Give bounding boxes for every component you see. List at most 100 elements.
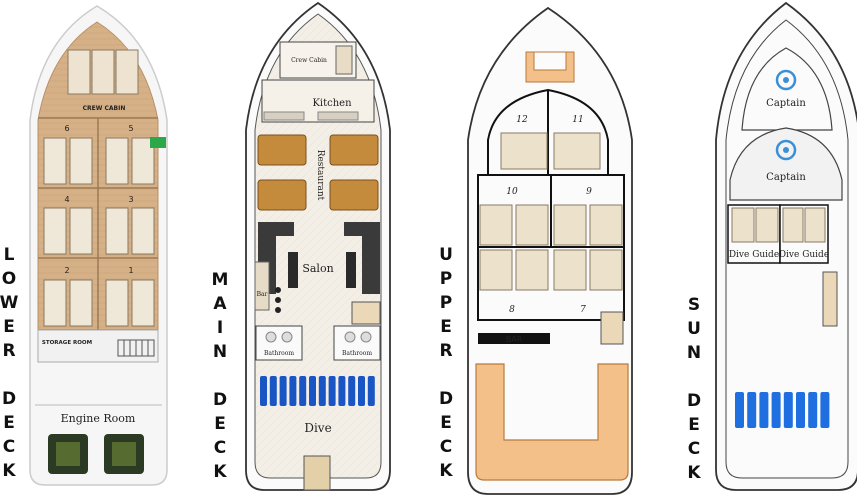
dive-tank-icon — [348, 376, 356, 406]
upper-bar-label: BAR — [506, 335, 523, 344]
dive-tank-icon — [367, 376, 375, 406]
deck-label-letter: L — [3, 245, 15, 265]
sun-bed-icon — [783, 392, 793, 428]
sun-captain-1-label: Captain — [766, 98, 806, 109]
lower-storage-label: STORAGE ROOM — [42, 340, 92, 346]
main-restaurant-label: Restaurant — [315, 150, 325, 201]
dive-tank-icon — [299, 376, 307, 406]
deck-label-letter: E — [3, 317, 15, 337]
deck-label-letter: D — [1, 389, 17, 409]
lower-crew-cabin-label: CREW CABIN — [83, 105, 126, 112]
main-crew-cabin-label: Crew Cabin — [291, 57, 327, 64]
deck-label-letter: E — [214, 414, 226, 434]
deck-label-letter: W — [0, 293, 19, 313]
sun-deck: Captain Captain Dive Guide Dive Guide — [715, 1, 857, 491]
deck-label-letter: U — [687, 319, 701, 339]
main-ladder-icon — [303, 455, 331, 491]
sun-beds — [735, 392, 830, 428]
helm-icon-1 — [775, 69, 797, 91]
sun-captain-2-label: Captain — [766, 172, 806, 183]
deck-label-letter: N — [686, 343, 702, 363]
main-stairs-icon — [351, 301, 381, 325]
deck-label-letter: K — [213, 462, 227, 482]
lower-cabin-4: 4 — [64, 195, 69, 204]
lower-deck: CREW CABIN 6 5 4 3 2 1 STORAGE ROOM — [29, 5, 168, 486]
exit-sign-icon — [150, 137, 166, 148]
deck-label-letter: C — [439, 437, 453, 457]
sun-bed-icon — [808, 392, 818, 428]
lower-cabin-6: 6 — [64, 124, 69, 133]
deck-label-letter: P — [439, 293, 453, 313]
lower-cabin-2: 2 — [64, 266, 69, 275]
upper-cabin-11: 11 — [572, 115, 583, 125]
sun-dive-guide-1-label: Dive Guide — [729, 250, 779, 260]
deck-label-letter: S — [687, 295, 701, 315]
dive-tank-icon — [309, 376, 316, 406]
deck-label-letter: D — [686, 391, 702, 411]
upper-cabin-10: 10 — [506, 187, 518, 197]
lower-engine-room-label: Engine Room — [61, 412, 136, 425]
deck-label-letter: E — [3, 413, 15, 433]
dive-tank-icon — [328, 376, 336, 406]
upper-cabin-9: 9 — [586, 187, 592, 197]
deck-label-letter: N — [212, 342, 228, 362]
deck-label-letter: A — [213, 294, 227, 314]
deck-label-letter: C — [2, 437, 16, 457]
dive-tank-icon — [338, 376, 346, 406]
deck-label-letter: R — [439, 341, 453, 361]
dive-tank-icon — [269, 376, 277, 406]
deck-label-letter: O — [1, 269, 17, 289]
sun-bed-icon — [735, 392, 744, 428]
deck-label-letter: C — [213, 438, 227, 458]
deck-label-letter: M — [211, 270, 229, 290]
main-kitchen-label: Kitchen — [312, 98, 352, 109]
main-deck: Crew Cabin Kitchen Restaurant Salon Bar — [245, 1, 391, 491]
sun-bed-icon — [747, 392, 757, 428]
lower-cabin-5: 5 — [128, 124, 133, 133]
deck-label-letter: I — [216, 318, 224, 338]
deck-label-letter: P — [439, 269, 453, 289]
dive-tank-icon — [318, 376, 326, 406]
main-salon-label: Salon — [302, 262, 333, 275]
dive-tank-icon — [279, 376, 287, 406]
sun-bed-icon — [759, 392, 769, 428]
upper-stairs-icon — [600, 311, 624, 345]
helm-icon-2 — [775, 139, 797, 161]
deck-label-letter: K — [687, 463, 701, 483]
salon-sofa-right — [362, 222, 380, 294]
deck-label-letter: E — [440, 413, 452, 433]
upper-bar-counter — [478, 333, 550, 344]
sun-bed-icon — [771, 392, 781, 428]
main-dive-label: Dive — [304, 421, 331, 435]
deck-label-letter: C — [687, 439, 701, 459]
deck-label-letter: E — [688, 415, 700, 435]
deck-label-letter: U — [439, 245, 453, 265]
upper-cabin-12: 12 — [516, 115, 528, 125]
upper-cabin-7: 7 — [580, 305, 586, 315]
main-bathroom-right-label: Bathroom — [342, 350, 372, 357]
upper-deck: 12 11 10 9 8 7 BAR — [467, 6, 633, 495]
sun-bed-icon — [820, 392, 830, 428]
deck-label-letter: R — [2, 341, 16, 361]
lower-cabin-1: 1 — [128, 266, 133, 275]
lower-cabin-3: 3 — [128, 195, 133, 204]
deck-label-letter: K — [2, 461, 16, 481]
deck-label-letter: K — [439, 461, 453, 481]
sun-dive-guide-2-label: Dive Guide — [779, 250, 829, 260]
deck-label-letter: D — [438, 389, 454, 409]
dive-tank-icon — [289, 376, 297, 406]
dive-tank-icon — [358, 376, 365, 406]
deck-label-letter: E — [440, 317, 452, 337]
dive-tanks — [260, 376, 375, 406]
sun-bed-icon — [796, 392, 805, 428]
upper-lounge-sofa — [475, 363, 629, 481]
main-bar-label: Bar — [257, 291, 268, 298]
deck-label-letter: D — [212, 390, 228, 410]
dive-tank-icon — [260, 376, 267, 406]
upper-cabin-8: 8 — [509, 305, 515, 315]
